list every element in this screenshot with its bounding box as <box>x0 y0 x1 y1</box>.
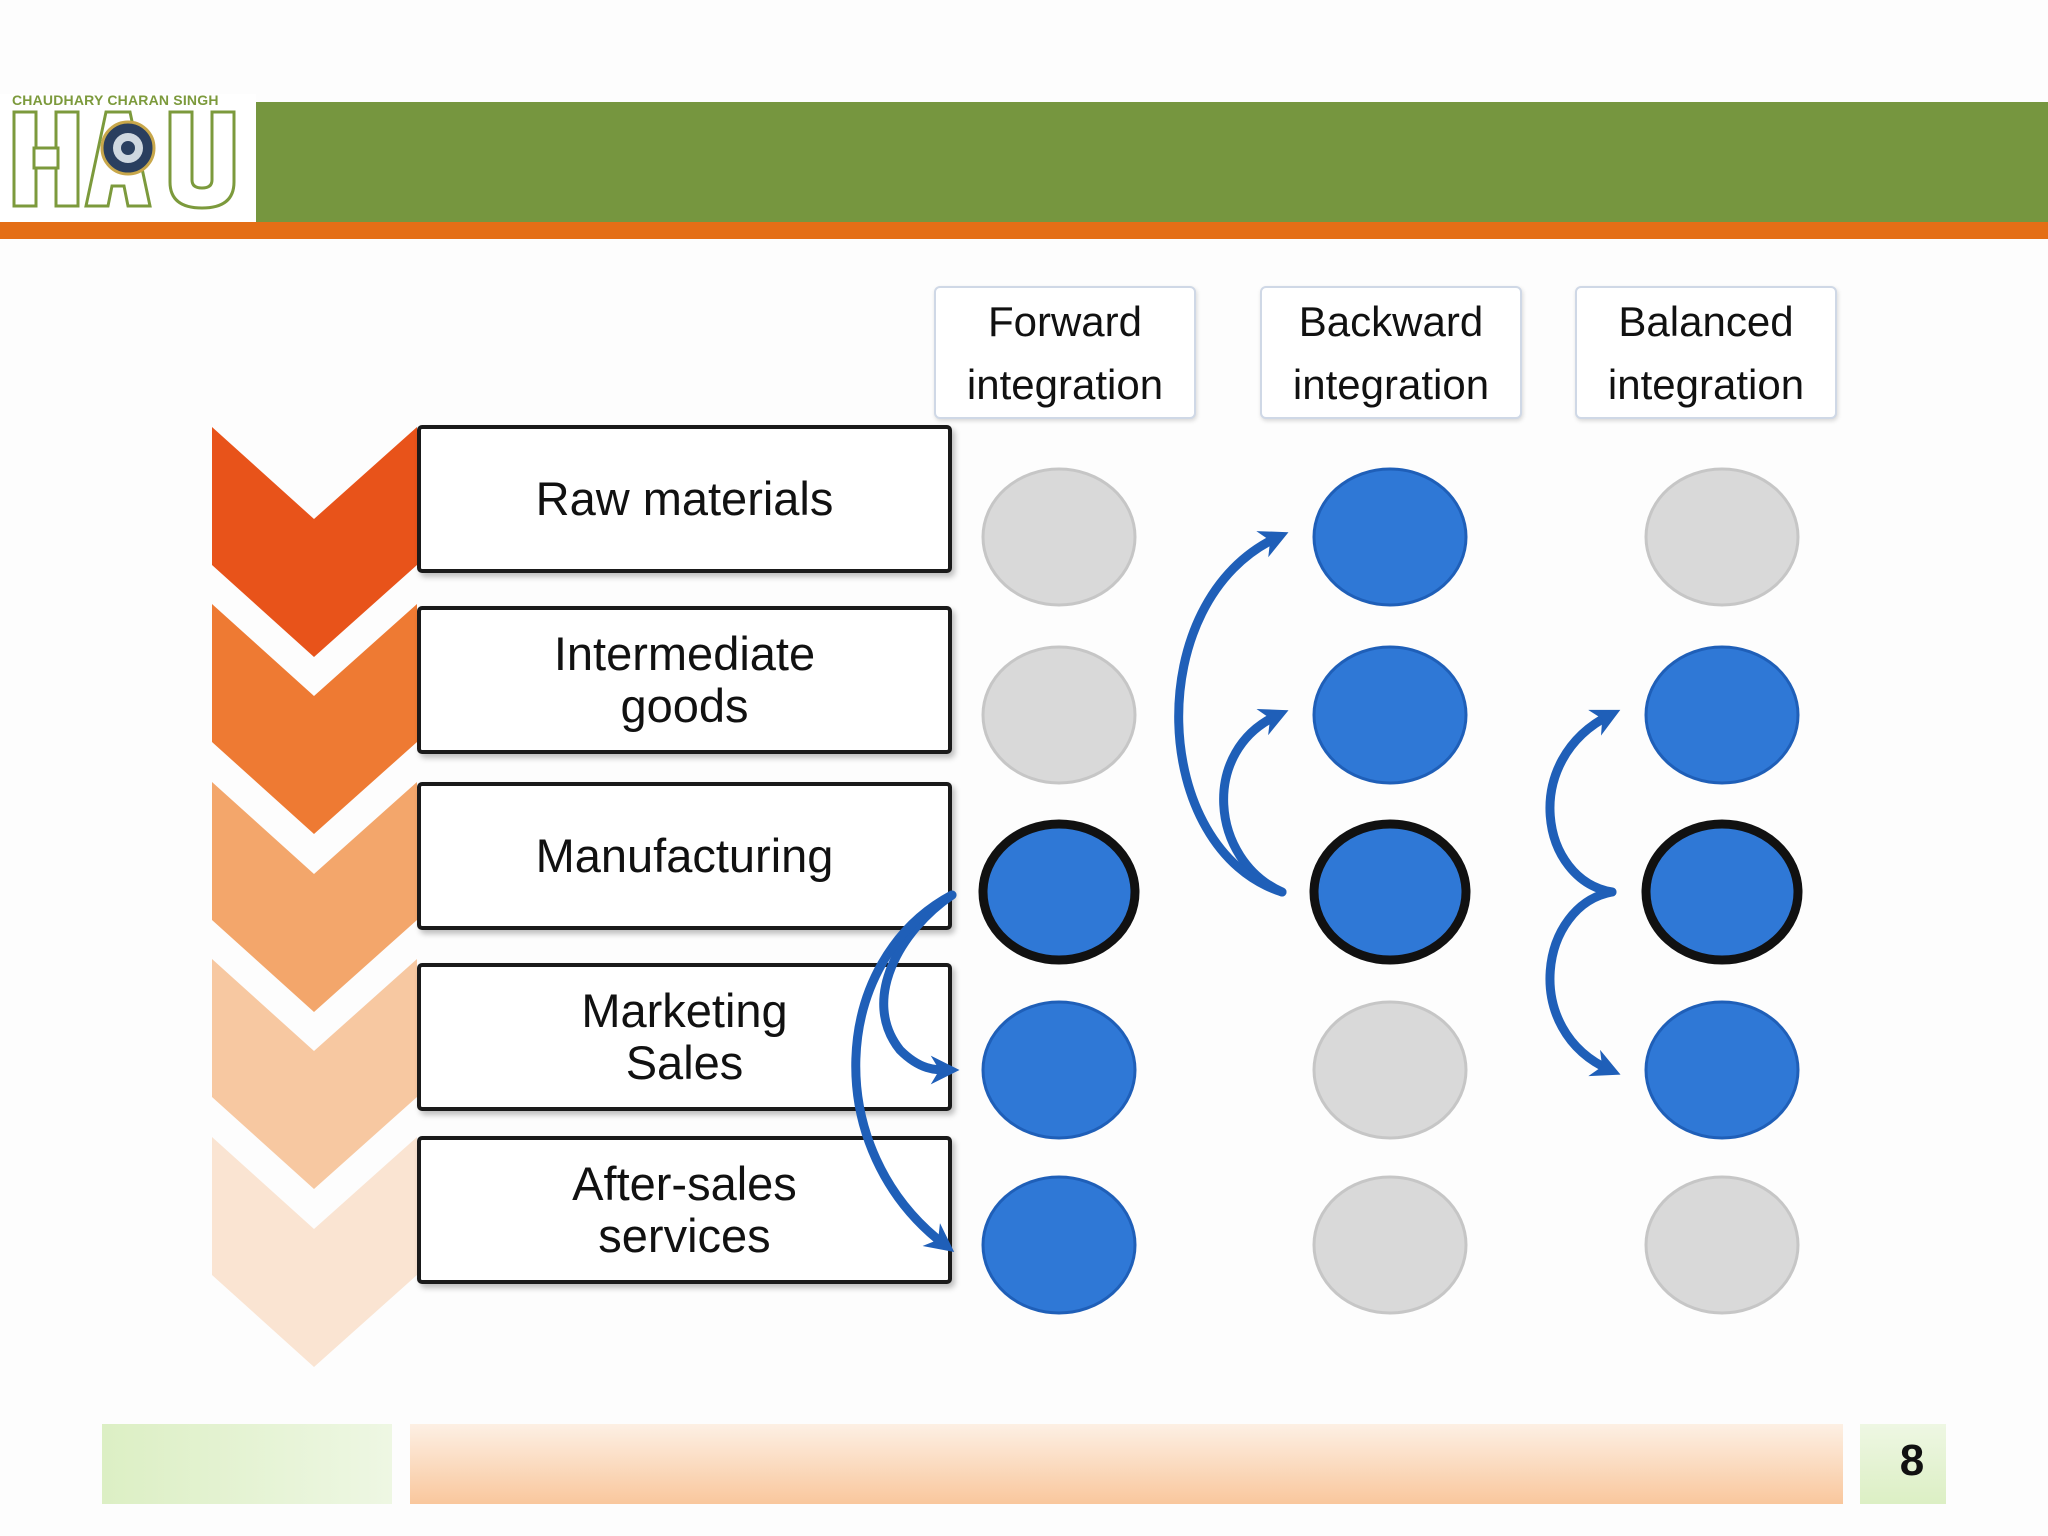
integration-node <box>981 645 1137 785</box>
step-marketing-sales: Marketing Sales <box>417 963 952 1111</box>
footer-bar <box>410 1424 1843 1504</box>
step-label: Marketing Sales <box>581 984 788 1089</box>
step-label: After-sales services <box>572 1157 797 1262</box>
chevron-3 <box>212 782 417 1012</box>
integration-node <box>1644 467 1800 607</box>
chevron-1 <box>212 427 417 657</box>
integration-node <box>981 1000 1137 1140</box>
step-intermediate-goods: Intermediate goods <box>417 606 952 754</box>
page-number: 8 <box>1899 1436 1925 1485</box>
integration-node <box>1312 1000 1468 1140</box>
step-raw-materials: Raw materials <box>417 425 952 573</box>
chevron-2 <box>212 604 417 834</box>
heading-backward-integration: Backward integration <box>1260 286 1522 419</box>
balanced-arrow-up <box>1545 709 1621 897</box>
heading-forward-integration: Forward integration <box>934 286 1196 419</box>
header-accent-line <box>0 222 2048 239</box>
footer-page-block <box>1860 1424 1946 1504</box>
integration-node <box>1312 645 1468 785</box>
step-label: Intermediate goods <box>553 627 816 732</box>
forward-arrow-to-marketing <box>879 890 960 1085</box>
forward-arrow-to-after-sales <box>851 890 957 1252</box>
integration-node <box>981 467 1137 607</box>
integration-node <box>1644 645 1800 785</box>
integration-node <box>1641 819 1803 965</box>
backward-arrow-to-raw <box>1174 531 1289 897</box>
integration-node <box>1644 1175 1800 1315</box>
heading-label: Backward integration <box>1292 297 1490 408</box>
integration-node <box>981 1175 1137 1315</box>
integration-node <box>1312 1175 1468 1315</box>
integration-arrows <box>851 531 1621 1252</box>
integration-node <box>1312 467 1468 607</box>
integration-node <box>1644 1000 1800 1140</box>
step-manufacturing: Manufacturing <box>417 782 952 930</box>
chevron-4 <box>212 959 417 1189</box>
heading-balanced-integration: Balanced integration <box>1575 286 1837 419</box>
balanced-arrow-down <box>1545 887 1621 1077</box>
university-seal-logo <box>12 110 236 210</box>
step-after-sales-services: After-sales services <box>417 1136 952 1284</box>
integration-nodes <box>978 467 1803 1315</box>
value-chain: Raw materials Intermediate goods Manufac… <box>212 422 952 1367</box>
header-bar <box>256 102 2048 222</box>
chevron-5 <box>212 1137 417 1367</box>
step-label: Manufacturing <box>535 829 834 883</box>
logo-caption: CHAUDHARY CHARAN SINGH <box>12 92 219 108</box>
footer-left-block <box>102 1424 392 1504</box>
integration-node <box>1309 819 1471 965</box>
integration-node <box>978 819 1140 965</box>
heading-label: Forward integration <box>966 297 1164 408</box>
heading-label: Balanced integration <box>1607 297 1805 408</box>
step-label: Raw materials <box>535 472 834 526</box>
